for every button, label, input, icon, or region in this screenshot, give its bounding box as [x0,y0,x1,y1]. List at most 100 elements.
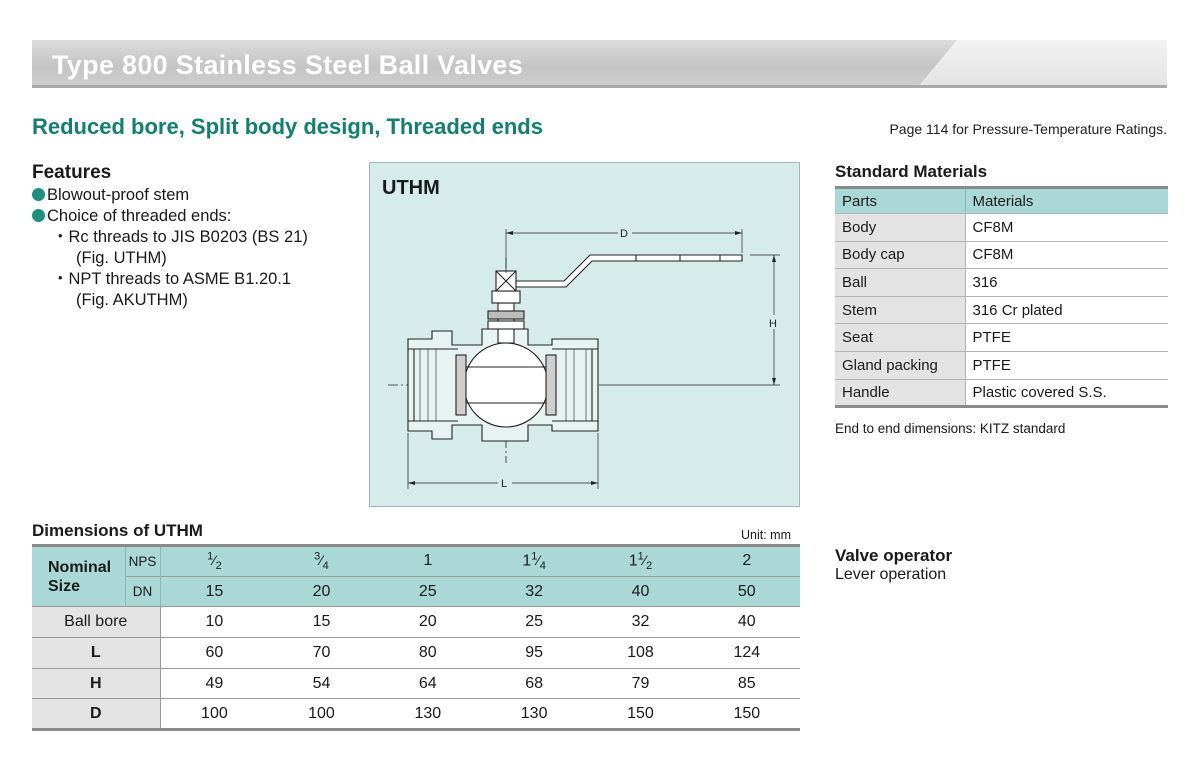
feature-subitem: ・Rc threads to JIS B0203 (BS 21) [52,228,308,246]
dimensions-title: Dimensions of UTHM [32,521,203,540]
dimension-l-label: L [501,478,507,490]
nps-slash: ⁄ [320,552,323,569]
nps-denominator: 4 [322,560,329,573]
materials-col-materials: Materials [965,187,1168,214]
dn-cell: 32 [480,575,588,607]
bullet-icon [32,188,45,201]
dimension-value-cell: 60 [160,637,269,669]
nps-fraction: 3⁄4 [314,550,329,572]
nps-numerator: 3 [314,550,321,563]
dimension-value-cell: 85 [693,667,800,699]
banner-accent [917,40,1167,88]
nps-cell: 11⁄4 [480,545,588,577]
dn-cell: 50 [693,575,800,607]
dimension-row-label: D [32,698,161,730]
dimension-h-label: H [769,318,777,330]
banner-underline [32,85,1167,88]
dn-cell: 15 [160,575,269,607]
nps-fraction: 1⁄4 [531,550,546,572]
material-value-cell: CF8M [965,213,1168,242]
dn-cell: 20 [268,575,375,607]
dimension-value-cell: 40 [693,606,800,638]
materials-heading: Standard Materials [835,162,988,181]
features-section: Features Blowout-proof stem Choice of th… [32,162,362,311]
features-heading: Features [32,162,112,183]
nps-cell: 11⁄2 [587,545,694,577]
dimension-value-cell: 64 [374,667,481,699]
nps-slash: ⁄ [643,552,647,569]
material-value-cell: 316 Cr plated [965,295,1168,324]
feature-subitem: ・NPT threads to ASME B1.20.1 [52,270,292,288]
material-part-cell: Ball [835,268,966,297]
dimension-row-label: H [32,667,161,699]
materials-note: End to end dimensions: KITZ standard [835,421,1066,437]
material-value-cell: Plastic covered S.S. [965,378,1168,407]
operator-heading: Valve operator [835,546,953,565]
nps-denominator: 2 [215,560,222,573]
nominal-size-header: Nominal Size [32,544,126,607]
dimension-value-cell: 150 [693,698,800,730]
dimension-value-cell: 108 [587,637,694,669]
dimension-value-cell: 54 [268,667,375,699]
dimension-value-cell: 20 [374,606,481,638]
title-banner: Type 800 Stainless Steel Ball Valves [32,40,1167,88]
figure-label: UTHM [382,177,440,199]
material-value-cell: 316 [965,268,1168,297]
valve-operator-section: Valve operator Lever operation [835,546,952,584]
valve-drawing-panel: UTHM [369,162,800,507]
dimension-value-cell: 130 [374,698,481,730]
dimension-value-cell: 68 [480,667,588,699]
nps-numerator: 1 [637,550,644,563]
nps-cell: 1 [374,545,481,577]
material-part-cell: Body cap [835,240,966,269]
materials-header-row: Parts Materials [835,187,1168,214]
dimension-value-cell: 70 [268,637,375,669]
feature-item: Choice of threaded ends: [32,206,362,227]
nps-numerator: 1 [207,550,214,563]
material-part-cell: Stem [835,295,966,324]
nps-fraction: 1⁄2 [637,550,653,572]
material-part-cell: Handle [835,378,966,407]
dimension-value-cell: 95 [480,637,588,669]
bullet-icon [32,209,45,222]
nps-numerator: 1 [531,550,538,563]
nps-cell: 1⁄2 [160,545,269,577]
nps-denominator: 2 [646,560,653,573]
material-part-cell: Gland packing [835,350,966,380]
dimensions-unit: Unit: mm [741,528,791,542]
dimension-value-cell: 130 [480,698,588,730]
nps-slash: ⁄ [537,552,540,569]
dimension-value-cell: 100 [268,698,375,730]
dimension-value-cell: 100 [160,698,269,730]
feature-subitem-note: (Fig. UTHM) [76,249,167,267]
page-title: Type 800 Stainless Steel Ball Valves [52,50,524,80]
dn-label: DN [125,575,161,607]
materials-col-parts: Parts [835,187,966,214]
page-reference: Page 114 for Pressure-Temperature Rating… [889,121,1167,137]
dimension-value-cell: 32 [587,606,694,638]
material-value-cell: PTFE [965,350,1168,380]
nps-cell: 2 [693,545,800,577]
material-value-cell: PTFE [965,323,1168,352]
nps-denominator: 4 [539,560,546,573]
material-value-cell: CF8M [965,240,1168,269]
dimension-value-cell: 10 [160,606,269,638]
nps-cell: 3⁄4 [268,545,375,577]
dimension-value-cell: 80 [374,637,481,669]
dimension-row-label: Ball bore [32,606,161,638]
operator-value: Lever operation [835,566,947,583]
nps-whole: 1 [522,552,532,570]
product-subtitle: Reduced bore, Split body design, Threade… [32,114,543,139]
nps-whole: 1 [628,552,638,570]
dimension-value-cell: 25 [480,606,588,638]
